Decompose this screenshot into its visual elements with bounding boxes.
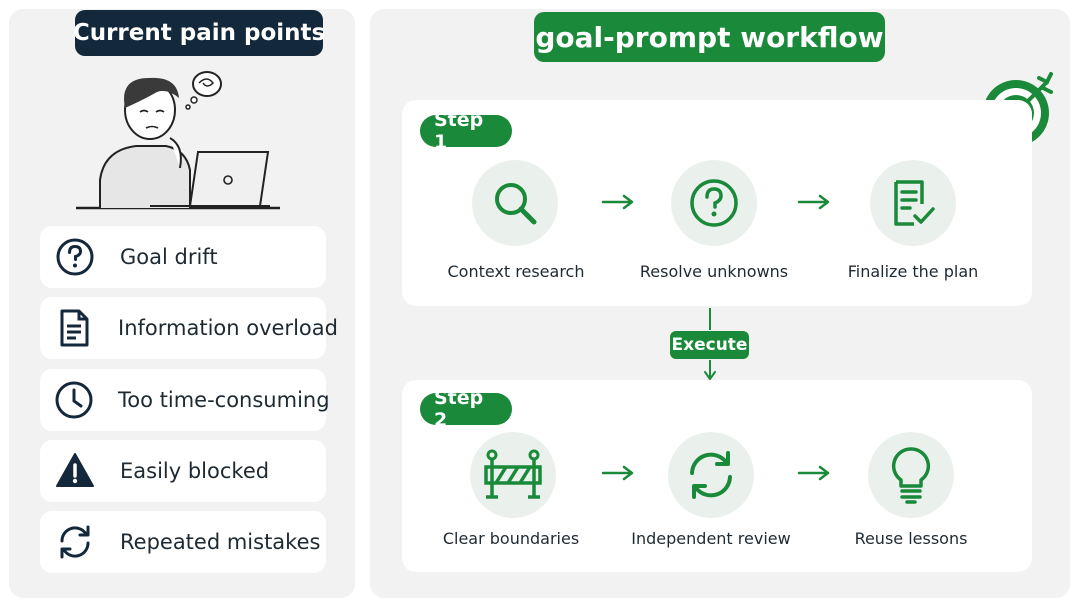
arrow-right-icon [797,465,830,481]
step1-label: Step 1 [420,109,512,153]
node-label-resolve-unknowns: Resolve unknowns [639,262,789,281]
node-label-finalize-plan: Finalize the plan [847,262,979,281]
pain-point-information-overload: Information overload [40,297,338,359]
execute-connector [704,308,716,380]
node-label-clear-boundaries: Clear boundaries [442,529,580,548]
pain-point-goal-drift: Goal drift [40,226,326,288]
cycle-icon [668,432,754,518]
warning-icon [53,449,97,493]
checklist-icon [870,160,956,246]
pain-point-easily-blocked: Easily blocked [40,440,326,502]
refresh-icon [53,520,97,564]
magnifier-icon [472,160,558,246]
clock-icon [53,378,95,422]
pain-point-label: Repeated mistakes [120,530,321,554]
step2-label: Step 2 [420,387,512,431]
pain-points-title: Current pain points [73,10,325,56]
pain-point-label: Easily blocked [120,459,270,483]
node-label-context-research: Context research [447,262,585,281]
pain-point-label: Goal drift [120,245,218,269]
document-icon [53,306,95,350]
question-circle-icon [53,235,97,279]
question-circle-icon [671,160,757,246]
barrier-icon [470,432,556,518]
pain-point-too-time-consuming: Too time-consuming [40,369,330,431]
pain-point-label: Information overload [118,316,338,340]
execute-label: Execute [670,331,749,359]
lightbulb-icon [868,432,954,518]
pain-point-label: Too time-consuming [118,388,330,412]
arrow-right-icon [601,465,634,481]
stressed-person-illustration [76,71,280,210]
node-label-reuse-lessons: Reuse lessons [854,529,968,548]
workflow-title: goal-prompt workflow [534,12,885,62]
arrow-right-icon [797,194,830,210]
arrow-right-icon [601,194,634,210]
pain-point-repeated-mistakes: Repeated mistakes [40,511,326,573]
node-label-independent-review: Independent review [631,529,791,548]
